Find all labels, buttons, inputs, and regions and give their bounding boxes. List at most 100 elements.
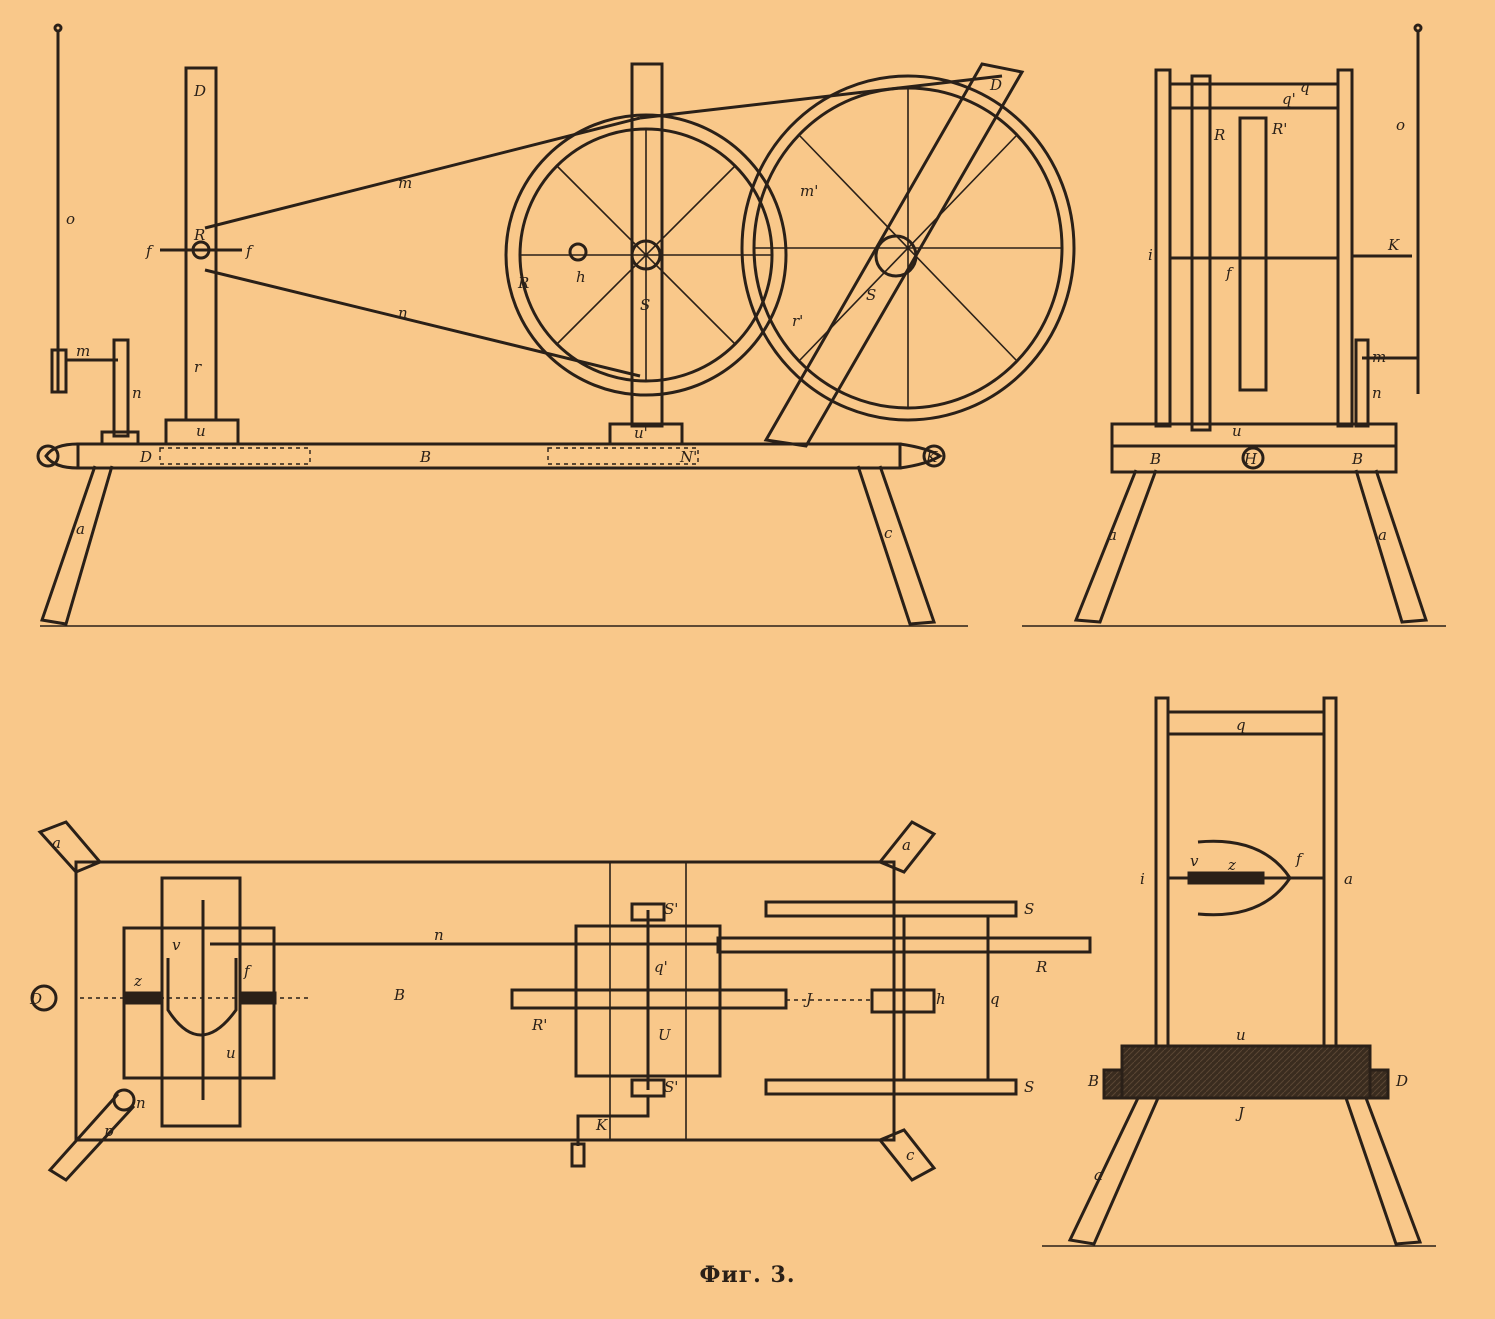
label-wheel-back: m' <box>800 182 818 200</box>
bed-slot-right <box>547 447 699 465</box>
plan-leg-br <box>877 1128 937 1182</box>
label-plan-handle-n: n <box>136 1094 146 1112</box>
plan-view: B n a a c u v f z S' q' U S' R' J h K S … <box>29 820 1092 1182</box>
plan-rail-bottom <box>764 1078 1018 1096</box>
plan-wheel-big <box>716 936 1092 954</box>
end-leg-left <box>1073 469 1158 624</box>
label-front-leg: a <box>76 520 85 538</box>
label-bed-slot: N' <box>679 448 697 466</box>
plan-crank <box>576 1096 650 1146</box>
label-plan-wheel-big: R <box>1035 958 1047 976</box>
label-end-wheel-2: R' <box>1271 120 1287 138</box>
label-plan-flyer-f: f <box>243 962 252 980</box>
label-plan-hub-u: U <box>658 1026 672 1044</box>
plan-pulley <box>870 988 936 1014</box>
label-section-below: J <box>1235 1104 1245 1122</box>
drive-band-upper <box>204 116 641 230</box>
label-section-crossbar: q <box>1236 716 1246 734</box>
label-band-upper: m <box>398 174 412 192</box>
label-band-lower: n <box>398 304 408 322</box>
label-section-flyer-f: f <box>1295 850 1304 868</box>
end-spindle-post <box>1354 338 1370 428</box>
drive-band-lower <box>204 268 641 378</box>
plan-handle-knob <box>112 1088 136 1112</box>
section-step-right <box>1368 1068 1390 1100</box>
label-end-bed-right: B <box>1351 450 1363 468</box>
plan-flyer <box>166 958 238 1037</box>
bed-knob-right <box>922 444 946 468</box>
end-spindle-tip <box>1413 23 1423 33</box>
plan-rail-top <box>764 900 1018 918</box>
cross-section: q v f z i a u B D J a <box>1042 696 1436 1247</box>
lever-pivot <box>874 234 918 278</box>
label-lever-top: D <box>989 76 1002 94</box>
frame-bed <box>76 442 902 470</box>
label-end-left: i <box>1148 246 1153 264</box>
label-wheel-back-lower: r' <box>792 312 803 330</box>
plan-wheel-front <box>510 988 788 1010</box>
label-wheel-post-base: u' <box>634 424 648 442</box>
label-section-bed-right: D <box>1395 1072 1408 1090</box>
label-wheel-front: R <box>517 274 529 292</box>
treadle-lever <box>763 62 1025 448</box>
label-plan-hub-s2: S' <box>664 1078 678 1096</box>
plan-screw-thread-right <box>239 991 277 1005</box>
plan-leg-tl <box>37 820 103 874</box>
drive-band-upper-2 <box>639 74 1003 120</box>
label-axis-left: f <box>145 242 154 260</box>
spindle-post-base <box>100 430 140 446</box>
bed-slot-left <box>159 447 311 465</box>
label-plan-crank: K <box>595 1116 608 1134</box>
label-end-axis: f <box>1225 264 1234 282</box>
spindle-post <box>112 338 130 438</box>
plan-end-knob <box>30 984 58 1012</box>
label-section-flyer-v: v <box>1190 852 1199 870</box>
label-section-right: a <box>1344 870 1353 888</box>
label-plan-rail-bottom: S <box>1024 1078 1034 1096</box>
end-leg-right <box>1354 469 1429 624</box>
spindle-whorl <box>50 348 68 394</box>
plan-crank-handle <box>570 1142 586 1168</box>
label-end-wheel-1: R <box>1213 126 1225 144</box>
label-frame-bed: B <box>419 448 431 466</box>
label-upright-top: D <box>193 82 206 100</box>
label-plan-flyer-z: z <box>133 972 142 990</box>
label-upright-base: u <box>196 422 206 440</box>
wheel-front-spokes <box>520 130 772 380</box>
wheel-post <box>630 62 664 428</box>
label-end-spindle-arm: m <box>1372 348 1386 366</box>
label-bed-end-right: K <box>925 448 938 466</box>
label-plan-hub-q: q' <box>654 958 668 976</box>
label-plan-pulley-j: J <box>803 990 813 1008</box>
label-section-flyer-z: z <box>1227 856 1236 874</box>
label-end-spindle: o <box>1396 116 1405 134</box>
front-leg <box>40 465 114 626</box>
back-leg <box>856 465 937 626</box>
label-plan-leg-tl: a <box>52 834 61 852</box>
spindle-tip <box>53 23 63 33</box>
section-bobbin <box>1187 871 1265 885</box>
label-end-bed: B <box>1149 450 1161 468</box>
label-spindle-arm: m <box>76 342 90 360</box>
end-post-left <box>1154 68 1172 428</box>
section-step-left <box>1102 1068 1124 1100</box>
bed-knob-left <box>36 444 60 468</box>
section-post-right <box>1322 696 1338 1048</box>
label-end-handle: K <box>1387 236 1400 254</box>
bed-end-left <box>44 442 79 470</box>
label-plan-leg-tr: a <box>902 836 911 854</box>
end-wheel-1 <box>1190 74 1212 432</box>
label-section-left: i <box>1140 870 1145 888</box>
plan-leg-tr <box>877 820 937 874</box>
plan-slide <box>160 876 242 1128</box>
label-plan-leg-br: c <box>906 1146 915 1164</box>
label-back-leg: c <box>884 524 893 542</box>
label-end-base: u <box>1232 422 1242 440</box>
plan-bed <box>74 860 896 1142</box>
plan-screw-thread-left <box>125 991 163 1005</box>
plan-handle <box>47 1092 136 1182</box>
label-plan-hub-s: S' <box>664 900 678 918</box>
figure-caption: Фиг. 3. <box>699 1262 796 1288</box>
section-leg-left <box>1067 1097 1160 1246</box>
